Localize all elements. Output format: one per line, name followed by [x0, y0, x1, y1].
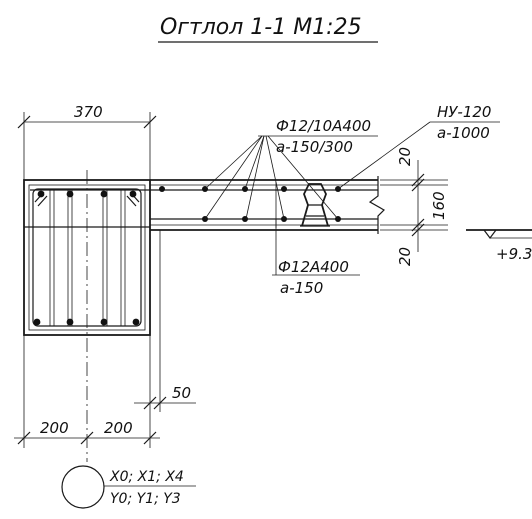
dim-beam-width: 370	[74, 103, 103, 121]
dim-bottom-cover: 20	[396, 247, 414, 266]
rebar-top-spacing: а-150/300	[276, 138, 353, 156]
rebar-top-size: Ф12/10А400	[276, 117, 371, 135]
bottom-rebar-leader	[272, 219, 360, 276]
beam-rebars	[33, 190, 140, 326]
dim-slab-core: 160	[430, 191, 448, 220]
support-spacing: а-1000	[437, 124, 490, 142]
top-dimension	[17, 112, 157, 180]
axis-x-refs: X0; X1; X4	[109, 469, 184, 485]
dim-half-left: 200	[40, 419, 69, 437]
support-leader	[337, 121, 500, 190]
axis-y-refs: Y0; Y1; Y3	[110, 491, 181, 507]
offset-dimension	[134, 230, 196, 412]
beam-inner-outline	[28, 184, 146, 331]
dim-top-cover: 20	[396, 147, 414, 166]
bottom-dimension	[14, 335, 160, 448]
top-rebar-leaders	[204, 135, 378, 220]
section-title: Огтлол 1-1 М1:25	[160, 15, 362, 40]
slab-break-line	[368, 176, 385, 234]
rebar-bottom-spacing: а-150	[280, 279, 323, 297]
support-element	[300, 183, 330, 227]
elevation-mark	[466, 229, 532, 239]
dim-offset: 50	[172, 384, 191, 402]
axis-bubble	[61, 465, 105, 509]
right-dimension-chain	[380, 160, 448, 252]
dim-half-right: 200	[104, 419, 133, 437]
support-name: НУ-120	[437, 103, 491, 121]
rebar-bottom-size: Ф12А400	[278, 258, 349, 276]
elevation-value: +9.36	[496, 245, 532, 263]
